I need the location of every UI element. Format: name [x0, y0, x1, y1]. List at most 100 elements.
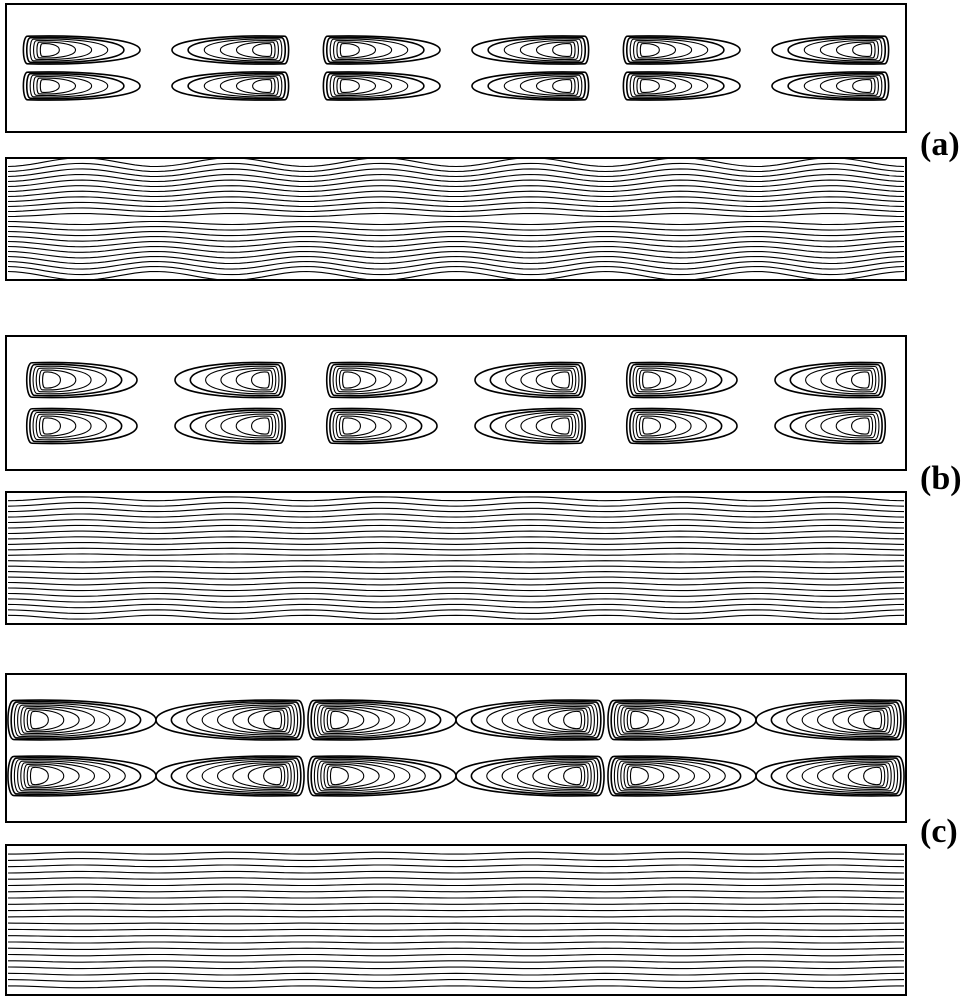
panel-c-vortex-cell-6-upper-ring-2: [847, 709, 886, 731]
panel-a-vortex-cell-5-lower-ring-3: [633, 75, 693, 97]
panel-a-streamline-11: [7, 212, 905, 218]
panel-a-streamline-7: [7, 190, 905, 198]
panel-a-streamline-2: [7, 162, 905, 173]
panel-c-vortex-cell-2-lower-ring-1: [263, 766, 283, 786]
panel-a-vortex-cell-2-lower-ring-6: [171, 71, 290, 101]
panel-a-vortex-cell-3-upper-ring-2: [336, 41, 377, 59]
panel-a-vortex-cell-5-upper-ring-2: [636, 41, 677, 59]
panel-b-vortex-cell-5-upper-ring-6: [625, 361, 738, 399]
panel-c-vortex-cell-5-upper-ring-7: [610, 700, 742, 740]
panel-c-vortex-cell-5-lower-ring-7: [610, 756, 742, 796]
panel-c-vortex-cell-1-lower-ring-4: [20, 762, 96, 790]
panel-c-vortex-cell-4-lower-ring-3: [532, 763, 589, 789]
panel-c-vortex-cell-2-upper-ring-6: [186, 702, 299, 738]
panel-b-vortex-cell-3-lower-ring-2: [338, 415, 377, 437]
panel-c-vortex-cell-1-lower-ring-5: [17, 760, 111, 792]
panel-c-vortex-cell-5-lower-ring-1: [629, 766, 649, 786]
panel-c-streamline-19: [7, 966, 905, 970]
panel-a: [5, 3, 907, 281]
panel-b-streamline-4: [7, 513, 905, 518]
panel-b-vortex-cell-6-upper-ring-3: [820, 367, 877, 393]
panel-b-streamline-7: [7, 530, 905, 535]
panel-b-vortex-cell-1-upper-ring-3: [35, 367, 92, 393]
panel-a-vortex-cell-6-upper-ring-6: [771, 35, 890, 65]
panel-a-vortex-cell-2-lower-ring-2: [235, 77, 276, 95]
panel-a-streamline-4: [7, 173, 905, 183]
panel-a-vortex-cell-2-lower-ring-3: [219, 75, 279, 97]
panel-a-vortex-cell-6-upper-ring-4: [803, 38, 883, 62]
panel-c-vortex-cell-3-upper-ring-6: [313, 702, 426, 738]
panel-b-vortex-cell-4-lower-ring-3: [520, 413, 577, 439]
panel-c-vortex-cell-1-upper-ring-4: [20, 706, 96, 734]
panel-a-streamline-8: [7, 196, 905, 203]
panel-b-vortex-cell-5-lower-ring-2: [638, 415, 677, 437]
panel-a-vortex-cell-6-upper-ring-2: [835, 41, 876, 59]
panel-a-vortex-cell-1-lower-ring-5: [25, 72, 125, 100]
panel-b-vortex-cell-2-lower-ring-6: [174, 407, 287, 445]
panel-a-vortex-cell-4-upper-ring-1: [552, 43, 573, 57]
panel-b-vortex-cell-4-lower-ring-5: [489, 409, 583, 443]
panel-b-vortex-cell-3-lower-ring-4: [332, 411, 407, 441]
panel-c-vortex-cell-2-lower-ring-2: [247, 765, 286, 787]
panel-c-streamline-8: [8, 896, 904, 899]
panel-b-vortex-cell-2-upper-ring-4: [205, 365, 280, 395]
panel-b-vortex-cell-5-lower-ring-4: [632, 411, 707, 441]
panel-b-vortex-cell-1-upper-ring-2: [38, 369, 77, 391]
panel-a-vortex-cell-3-upper-ring-6: [322, 35, 441, 65]
panel-a-vortex-cell-2-upper-ring-6: [171, 35, 290, 65]
panel-b: [5, 335, 907, 625]
panel-a-vortex-cell-1-lower-ring-4: [29, 74, 109, 98]
panel-a-vortex-cell-5-upper-ring-3: [633, 39, 693, 61]
panel-a-vortex-cell-6-lower-ring-4: [803, 74, 883, 98]
panel-c-streamline-3: [7, 864, 905, 868]
panel-b-vortex-cell-1-upper-ring-4: [32, 365, 107, 395]
panel-c-vortex-cell-4-upper-ring-3: [532, 707, 589, 733]
panel-c-streamlines: [7, 851, 905, 989]
panel-b-vortex-cell-1-upper-ring-6: [25, 361, 138, 399]
panel-a-vortex-cell-6-upper-ring-1: [852, 43, 873, 57]
panel-b-streamline-12: [7, 560, 905, 563]
panel-a-streamline-18: [7, 250, 905, 259]
panel-c-streamline-2: [7, 858, 905, 861]
panel-c-vortex-box: [5, 673, 907, 823]
panel-b-vortex-cell-5-upper-ring-3: [635, 367, 692, 393]
panel-c-vortex-cell-5-lower-ring-5: [617, 760, 711, 792]
panel-a-vortex-cell-5-lower-ring-2: [636, 77, 677, 95]
panel-b-vortex-cell-5-upper-ring-5: [629, 363, 723, 397]
panel-b-streamline-17: [7, 587, 905, 592]
panel-c-vortex-cell-3-lower-ring-8: [307, 755, 457, 797]
panel-c-vortex-cell-5-lower-ring-6: [613, 758, 726, 794]
panel-c-vortex-cell-3-upper-ring-8: [307, 699, 457, 741]
panel-a-vortex-cell-6-lower-ring-2: [835, 77, 876, 95]
panel-a-vortex-cell-3-lower-ring-6: [322, 71, 441, 101]
panel-b-vortex-cell-2-upper-ring-2: [235, 369, 274, 391]
panel-a-vortex-cell-1-upper-ring-6: [22, 35, 141, 65]
panel-a-vortex-cell-1-upper-ring-3: [33, 39, 93, 61]
panel-c-vortex-cell-4-lower-ring-6: [486, 758, 599, 794]
panel-b-vortex-cell-6-upper-ring-2: [835, 369, 874, 391]
panel-c-vortex-cell-2-upper-ring-8: [155, 699, 305, 741]
panel-b-vortex-cell-6-upper-ring-5: [789, 363, 883, 397]
panel-a-vortex-cell-4-lower-ring-5: [487, 72, 587, 100]
panel-b-vortex-cell-4-upper-ring-3: [520, 367, 577, 393]
panel-c-vortex-cell-5-upper-ring-5: [617, 704, 711, 736]
panel-a-vortex-cell-3-lower-ring-1: [339, 79, 360, 93]
panel-c-vortex-cell-3-lower-ring-6: [313, 758, 426, 794]
panel-a-streamline-16: [7, 240, 905, 248]
panel-b-streamline-box: [5, 491, 907, 625]
panel-c-vortex-cell-4-lower-ring-8: [455, 755, 605, 797]
panel-c-vortex-cell-1-lower-ring-2: [26, 765, 65, 787]
panel-b-vortex-cell-3-upper-ring-4: [332, 365, 407, 395]
panel-b-streamline-15: [7, 576, 905, 580]
panel-b-streamline-5: [7, 519, 905, 524]
panel-b-vortex-cell-5-lower-ring-6: [625, 407, 738, 445]
panel-b-vortex-cell-4-lower-ring-2: [535, 415, 574, 437]
panel-b-vortex-cells: [25, 361, 887, 445]
panel-b-vortex-cell-4-upper-ring-5: [489, 363, 583, 397]
panel-c-streamline-20: [7, 972, 905, 976]
panel-c-vortex-cell-5-upper-ring-3: [623, 707, 680, 733]
panel-a-streamline-6: [7, 185, 905, 193]
panel-b-streamline-16: [7, 581, 905, 586]
panel-a-vortex-cell-5-upper-ring-5: [625, 36, 725, 64]
panel-a-streamlines: [7, 157, 905, 281]
